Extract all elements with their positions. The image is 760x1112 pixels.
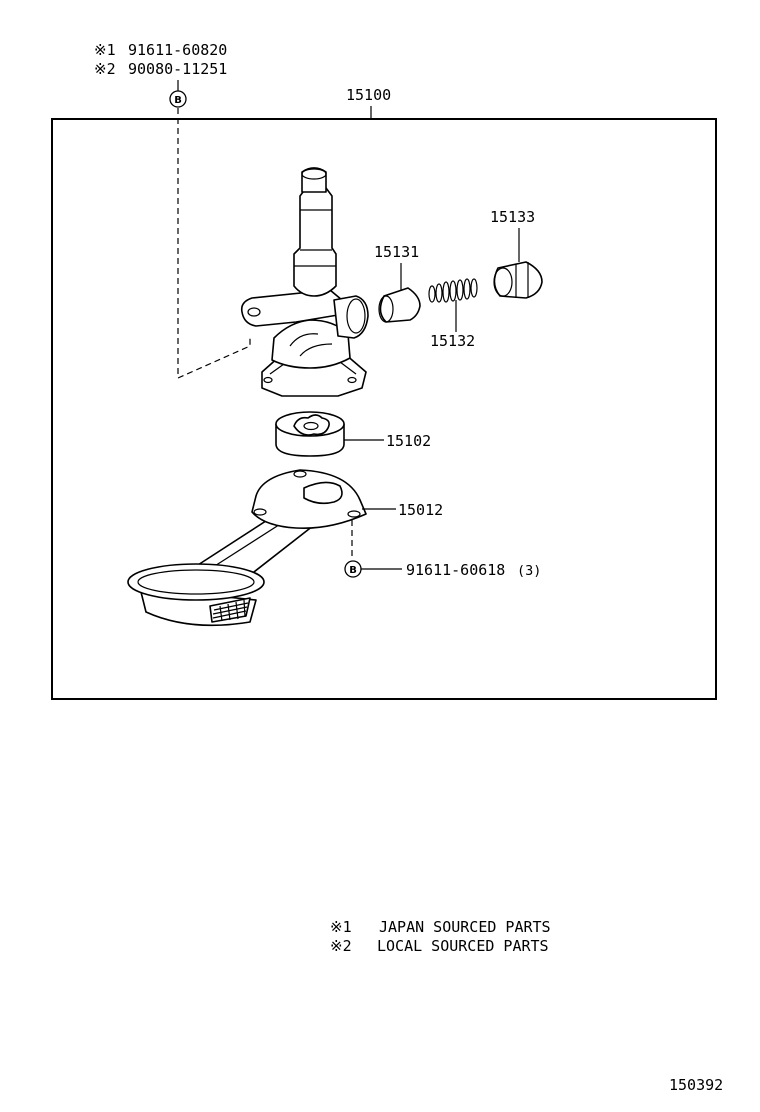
label-15012[interactable]: 15012 <box>398 501 443 519</box>
bolt-marker-bottom[interactable]: B <box>344 560 362 578</box>
cover-lug-top <box>293 470 307 478</box>
marker-bottom-letter: B <box>349 565 357 576</box>
relief-valve-plug[interactable] <box>493 261 543 299</box>
piston-face <box>378 295 394 323</box>
marker-top-letter: B <box>174 95 182 106</box>
reference-notes: ※1 91611-60820 ※2 90080-11251 <box>94 41 227 78</box>
legend-2-mark: ※2 <box>330 937 352 955</box>
assembly-part-number[interactable]: 15100 <box>346 86 391 104</box>
legend-1-text: JAPAN SOURCED PARTS <box>379 918 551 936</box>
note-1-mark: ※1 <box>94 41 116 59</box>
spring-coil-4 <box>449 280 457 302</box>
marker-top-circle <box>169 90 187 108</box>
bolt-part-number[interactable]: 91611-60618 <box>406 561 505 579</box>
bolt-path-dashed-line <box>177 108 251 379</box>
rotor-center-hole <box>303 421 319 431</box>
spring-coil-6 <box>463 278 471 300</box>
oil-pump-body[interactable] <box>240 167 369 397</box>
note-2-part-number: 90080-11251 <box>128 60 227 78</box>
bracket-bolt-hole <box>247 307 261 317</box>
shaft-tip-face <box>301 168 327 180</box>
plug-hex-edges <box>515 262 529 298</box>
flange-bolt-hole-left <box>263 376 273 384</box>
label-15133[interactable]: 15133 <box>490 208 535 226</box>
pump-rotor-set[interactable] <box>275 411 345 457</box>
housing-contour <box>289 333 333 357</box>
plug-body <box>493 261 543 299</box>
diagram-id: 150392 <box>669 1076 723 1094</box>
assembly-frame <box>51 118 717 700</box>
spring-coil-3 <box>442 281 450 303</box>
spring-coil-5 <box>456 279 464 301</box>
label-15102[interactable]: 15102 <box>386 432 431 450</box>
sourcing-legend: ※1 JAPAN SOURCED PARTS ※2 LOCAL SOURCED … <box>330 918 551 955</box>
pump-cover-with-strainer[interactable] <box>127 469 367 627</box>
relief-valve-spring[interactable] <box>428 278 478 303</box>
strainer-pan-inner <box>137 569 255 595</box>
strainer-pan-rim <box>127 563 265 601</box>
label-15131[interactable]: 15131 <box>374 243 419 261</box>
shaft-steps <box>294 209 336 267</box>
legend-2-text: LOCAL SOURCED PARTS <box>377 937 549 955</box>
rotor-inner-gear <box>293 414 330 436</box>
strainer-mesh-grid <box>212 599 249 622</box>
cover-lug-right <box>347 510 361 518</box>
piston-body <box>379 287 421 323</box>
relief-valve-bore <box>333 295 369 339</box>
shaft-tip <box>301 167 327 193</box>
spring-coil-1 <box>428 285 436 303</box>
note-2-mark: ※2 <box>94 60 116 78</box>
bolt-marker-top[interactable]: B <box>169 80 187 108</box>
spring-coil-7 <box>470 278 478 298</box>
plug-face <box>493 267 513 297</box>
cover-lug-left <box>253 508 267 516</box>
cover-port <box>303 481 343 505</box>
relief-valve-piston[interactable] <box>378 287 421 323</box>
flange-bolt-hole-right <box>347 376 357 384</box>
bore-opening <box>346 298 366 334</box>
note-1-part-number: 91611-60820 <box>128 41 227 59</box>
legend-1-mark: ※1 <box>330 918 352 936</box>
spring-coil-2 <box>435 283 443 303</box>
bolt-quantity: (3) <box>517 563 541 579</box>
pump-drive-shaft <box>293 187 337 297</box>
label-15132[interactable]: 15132 <box>430 332 475 350</box>
